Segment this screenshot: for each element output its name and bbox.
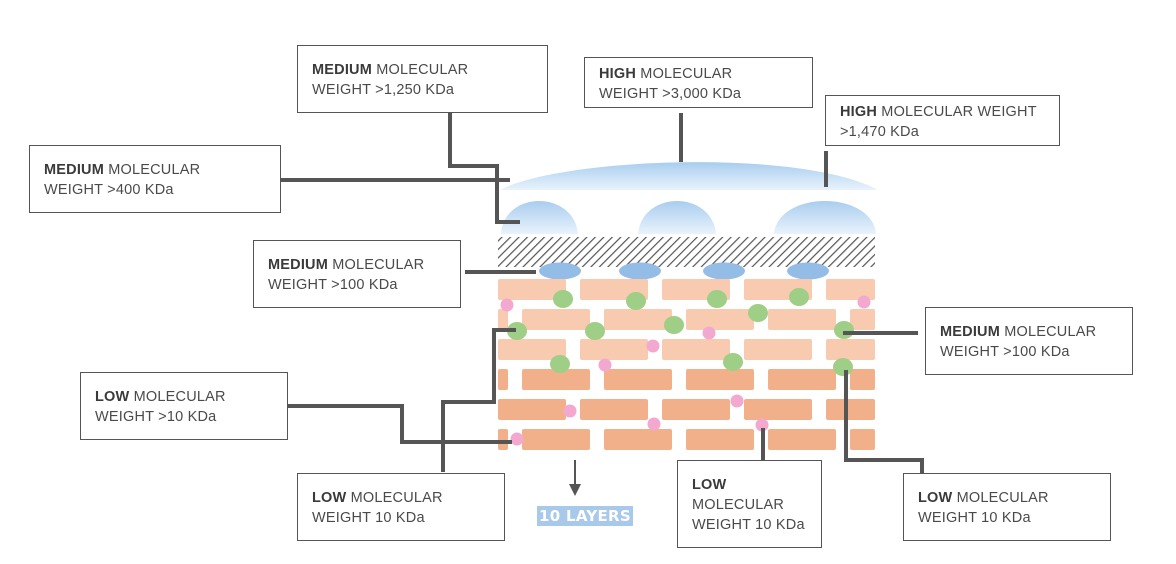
green-cell [553,290,573,308]
green-cell [748,304,768,322]
skin-brick [580,339,648,360]
pink-cell [598,358,612,372]
skin-brick [826,339,875,360]
skin-brick [850,429,875,450]
connector-medium-1250 [448,110,520,224]
label-medium-1250: MEDIUM MOLECULAR WEIGHT >1,250 KDa [297,45,548,113]
layers-label: 10 LAYERS [537,506,633,526]
label-low-10-bottom-left: LOW MOLECULAR WEIGHT 10 KDa [297,473,505,541]
down-arrow-head [569,484,581,496]
label-medium-100-right: MEDIUM MOLECULAR WEIGHT >100 KDa [925,307,1133,375]
skin-brick [498,279,566,300]
green-cell [585,322,605,340]
skin-brick [604,309,672,330]
pink-cell [702,326,716,340]
hatched-layer [498,237,875,267]
skin-brick [498,399,566,420]
skin-brick [768,369,836,390]
skin-brick [662,339,730,360]
dome-3 [774,201,876,234]
skin-brick [522,369,590,390]
skin-brick [498,309,508,330]
pink-cell [755,418,769,432]
pink-cell [500,298,514,312]
green-cell [834,321,854,339]
skin-brick [522,309,590,330]
blue-ovals [539,262,829,280]
green-cell [789,288,809,306]
skin-brick [826,399,875,420]
skin-brick [662,399,730,420]
skin-brick [850,369,875,390]
skin-brick [768,309,836,330]
skin-brick [744,399,812,420]
pink-cell [730,394,744,408]
skin-brick [580,399,648,420]
green-cell [707,290,727,308]
label-high-1470: HIGH MOLECULAR WEIGHT >1,470 KDa [825,95,1060,146]
label-low-10-bottom-center: LOW MOLECULAR WEIGHT 10 KDa [677,460,822,548]
label-medium-100-left: MEDIUM MOLECULAR WEIGHT >100 KDa [253,240,461,308]
connector-low-10-bottom-right [844,370,924,476]
pink-cell [510,432,524,446]
dome-2 [638,201,716,234]
skin-brick [604,429,672,450]
high-weight-film [500,162,878,190]
connector-low-10-bottom-left [441,328,516,472]
cells [500,288,871,446]
skin-brick [522,429,590,450]
label-low-10-bottom-right: LOW MOLECULAR WEIGHT 10 KDa [903,473,1111,541]
green-cell [550,355,570,373]
green-cell [833,358,853,376]
skin-brick [498,369,508,390]
skin-brick [686,309,754,330]
green-cell [626,292,646,310]
skin-brick [768,429,836,450]
skin-brick [850,309,875,330]
skin-brick [604,369,672,390]
green-cell [664,316,684,334]
blue-oval [703,262,745,280]
pink-cell [857,295,871,309]
skin-brick [686,369,754,390]
label-high-3000: HIGH MOLECULAR WEIGHT >3,000 KDa [584,57,813,108]
skin-brick [826,279,875,300]
connector-lines [268,110,924,476]
label-medium-400: MEDIUM MOLECULAR WEIGHT >400 KDa [29,145,281,213]
label-low-10-left: LOW MOLECULAR WEIGHT >10 KDa [80,372,288,440]
skin-brick [498,339,566,360]
blue-oval [787,262,829,280]
green-cell [723,353,743,371]
blue-oval [539,262,581,280]
skin-brick [498,429,508,450]
pink-cell [646,339,660,353]
pink-cell [647,417,661,431]
pink-cell [563,404,577,418]
connector-low-10-left [288,404,512,444]
blue-oval [619,262,661,280]
green-cell [507,322,527,340]
dome-1 [501,201,578,234]
skin-brick [744,339,812,360]
skin-brick [686,429,754,450]
